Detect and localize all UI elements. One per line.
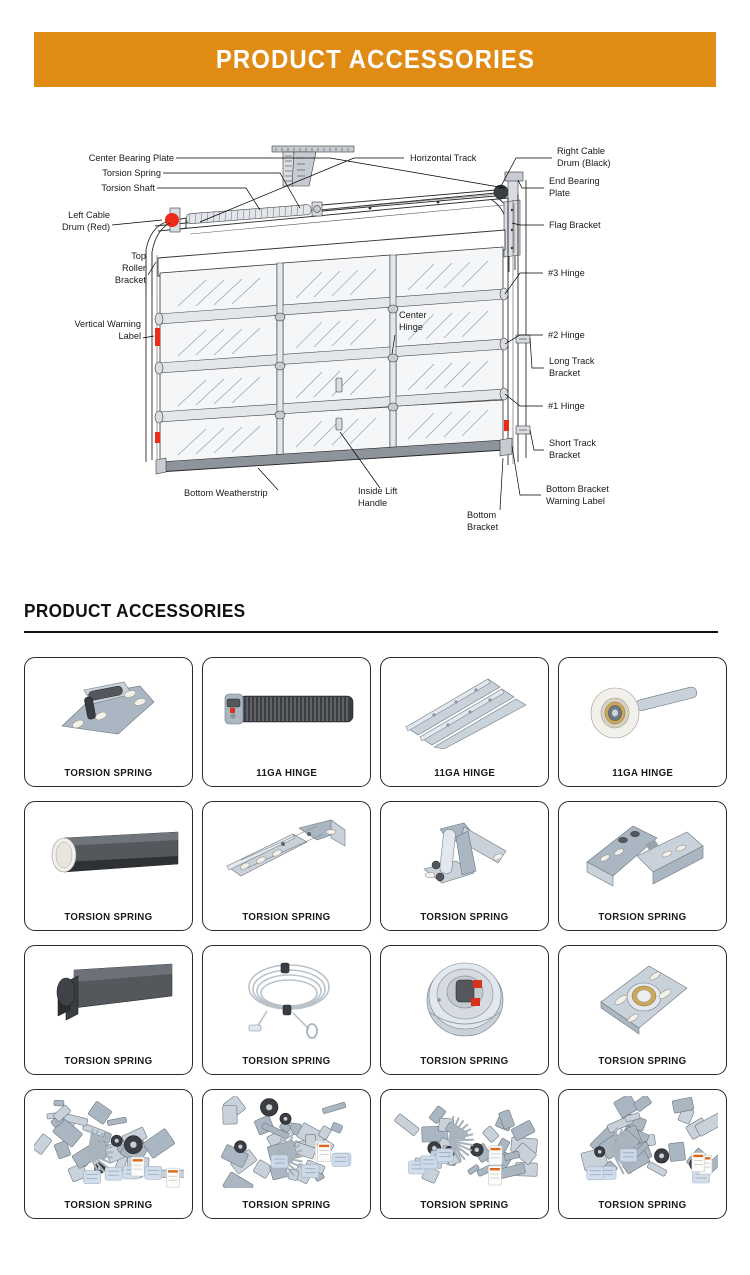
label-right-cable-drum-line2: Drum (Black) [557,158,611,168]
bottom-weatherstrip-icon [25,950,192,1046]
accessory-label: TORSION SPRING [242,1200,331,1211]
left-cable-drum-graphic [145,207,181,295]
accessory-label: TORSION SPRING [420,1200,509,1211]
accessory-card[interactable]: TORSION SPRING [558,801,727,931]
end-bearing-plate-icon [559,950,726,1046]
section-divider [24,631,718,633]
accessory-label: TORSION SPRING [598,1056,687,1067]
accessory-label: TORSION SPRING [64,768,153,779]
bottom-bracket-graphic [155,437,513,475]
accessory-label: 11GA HINGE [612,768,673,779]
accessory-label: TORSION SPRING [598,912,687,923]
accessory-card[interactable]: TORSION SPRING [24,657,193,787]
diagram-leader-lines [111,157,552,511]
accessory-label: TORSION SPRING [420,912,509,923]
door-panels-graphic [157,229,506,473]
banner-title: PRODUCT ACCESSORIES [215,44,535,74]
accessory-card[interactable]: TORSION SPRING [202,1089,371,1219]
center-bearing-bracket-icon [381,806,548,902]
torsion-spring-coil-icon [203,662,370,758]
label-top-roller-bracket-line2: Roller [122,263,146,273]
garage-door-diagram: Center Bearing Plate Torsion Spring Tors… [0,110,750,570]
diagram-label-texts: Center Bearing Plate Torsion Spring Tors… [62,146,611,532]
flag-bracket-pair-icon [559,806,726,902]
label-end-bearing-plate-line2: Plate [549,188,570,198]
accessory-card[interactable]: TORSION SPRING [380,945,549,1075]
cable-coil-icon [203,950,370,1046]
label-short-track-bracket-line2: Bracket [549,450,581,460]
warning-label-graphic [155,328,509,443]
label-top-roller-bracket-line3: Bracket [115,275,147,285]
torsion-spring-graphic [175,189,497,231]
label-center-bearing-plate: Center Bearing Plate [89,153,174,163]
accessory-label: TORSION SPRING [64,912,153,923]
accessory-label: TORSION SPRING [64,1200,153,1211]
label-long-track-bracket-line1: Long Track [549,356,595,366]
accessory-label: 11GA HINGE [256,768,317,779]
section-title: PRODUCT ACCESSORIES [24,600,246,621]
label-center-hinge-line2: Hinge [399,322,423,332]
label-vertical-warning-line1: Vertical Warning [74,319,141,329]
label-torsion-shaft: Torsion Shaft [101,183,155,193]
label-horizontal-track: Horizontal Track [410,153,477,163]
label-short-track-bracket-line1: Short Track [549,438,596,448]
cable-drum-icon [381,950,548,1046]
label-flag-bracket: Flag Bracket [549,220,601,230]
track-rails-icon [381,662,548,758]
label-inside-lift-handle-line1: Inside Lift [358,486,398,496]
accessory-card[interactable]: TORSION SPRING [558,1089,727,1219]
section-heading-block: PRODUCT ACCESSORIES [24,600,718,633]
label-long-track-bracket-line2: Bracket [549,368,581,378]
label-hinge-3: #3 Hinge [548,268,585,278]
accessory-card[interactable]: TORSION SPRING [558,945,727,1075]
accessory-card[interactable]: TORSION SPRING [202,801,371,931]
accessory-card[interactable]: 11GA HINGE [202,657,371,787]
label-right-cable-drum-line1: Right Cable [557,146,605,156]
label-center-hinge-line1: Center [399,310,427,320]
accessory-card[interactable]: TORSION SPRING [24,945,193,1075]
hardware-kit-a-icon [25,1094,192,1190]
accessory-card[interactable]: TORSION SPRING [24,1089,193,1219]
label-bottom-bracket-line2: Bracket [467,522,499,532]
label-end-bearing-plate-line1: End Bearing [549,176,600,186]
label-left-cable-drum-line2: Drum (Red) [62,222,110,232]
page-banner: PRODUCT ACCESSORIES [34,32,716,87]
torsion-shaft-icon [25,806,192,902]
hinge-bracket-icon [25,662,192,758]
label-torsion-spring: Torsion Spring [102,168,161,178]
label-inside-lift-handle-line2: Handle [358,498,387,508]
long-track-bracket-icon [203,806,370,902]
accessory-card[interactable]: TORSION SPRING [202,945,371,1075]
accessory-card[interactable]: TORSION SPRING [380,801,549,931]
accessory-label: TORSION SPRING [420,1056,509,1067]
accessory-label: 11GA HINGE [434,768,495,779]
label-bottom-bracket-warning-line1: Bottom Bracket [546,484,609,494]
label-bottom-weatherstrip: Bottom Weatherstrip [184,488,268,498]
accessory-card[interactable]: TORSION SPRING [24,801,193,931]
label-vertical-warning-line2: Label [119,331,141,341]
accessory-card[interactable]: 11GA HINGE [558,657,727,787]
hardware-kit-d-icon [559,1094,726,1190]
label-bottom-bracket-line1: Bottom [467,510,496,520]
accessory-card[interactable]: 11GA HINGE [380,657,549,787]
label-bottom-bracket-warning-line2: Warning Label [546,496,605,506]
label-left-cable-drum-line1: Left Cable [68,210,110,220]
hardware-kit-c-icon [381,1094,548,1190]
hardware-kit-b-icon [203,1094,370,1190]
accessory-grid: TORSION SPRING 11GA HINGE 11GA HINGE 11G… [24,657,727,1219]
accessory-label: TORSION SPRING [598,1200,687,1211]
left-jamb-graphic [145,250,158,462]
label-hinge-2: #2 Hinge [548,330,585,340]
ceiling-mount-graphic [271,145,355,187]
accessory-card[interactable]: TORSION SPRING [380,1089,549,1219]
accessory-label: TORSION SPRING [242,1056,331,1067]
label-top-roller-bracket-line1: Top [131,251,146,261]
hinges-graphic [154,287,509,431]
accessory-label: TORSION SPRING [64,1056,153,1067]
accessory-label: TORSION SPRING [242,912,331,923]
label-hinge-1: #1 Hinge [548,401,585,411]
nylon-roller-icon [559,662,726,758]
